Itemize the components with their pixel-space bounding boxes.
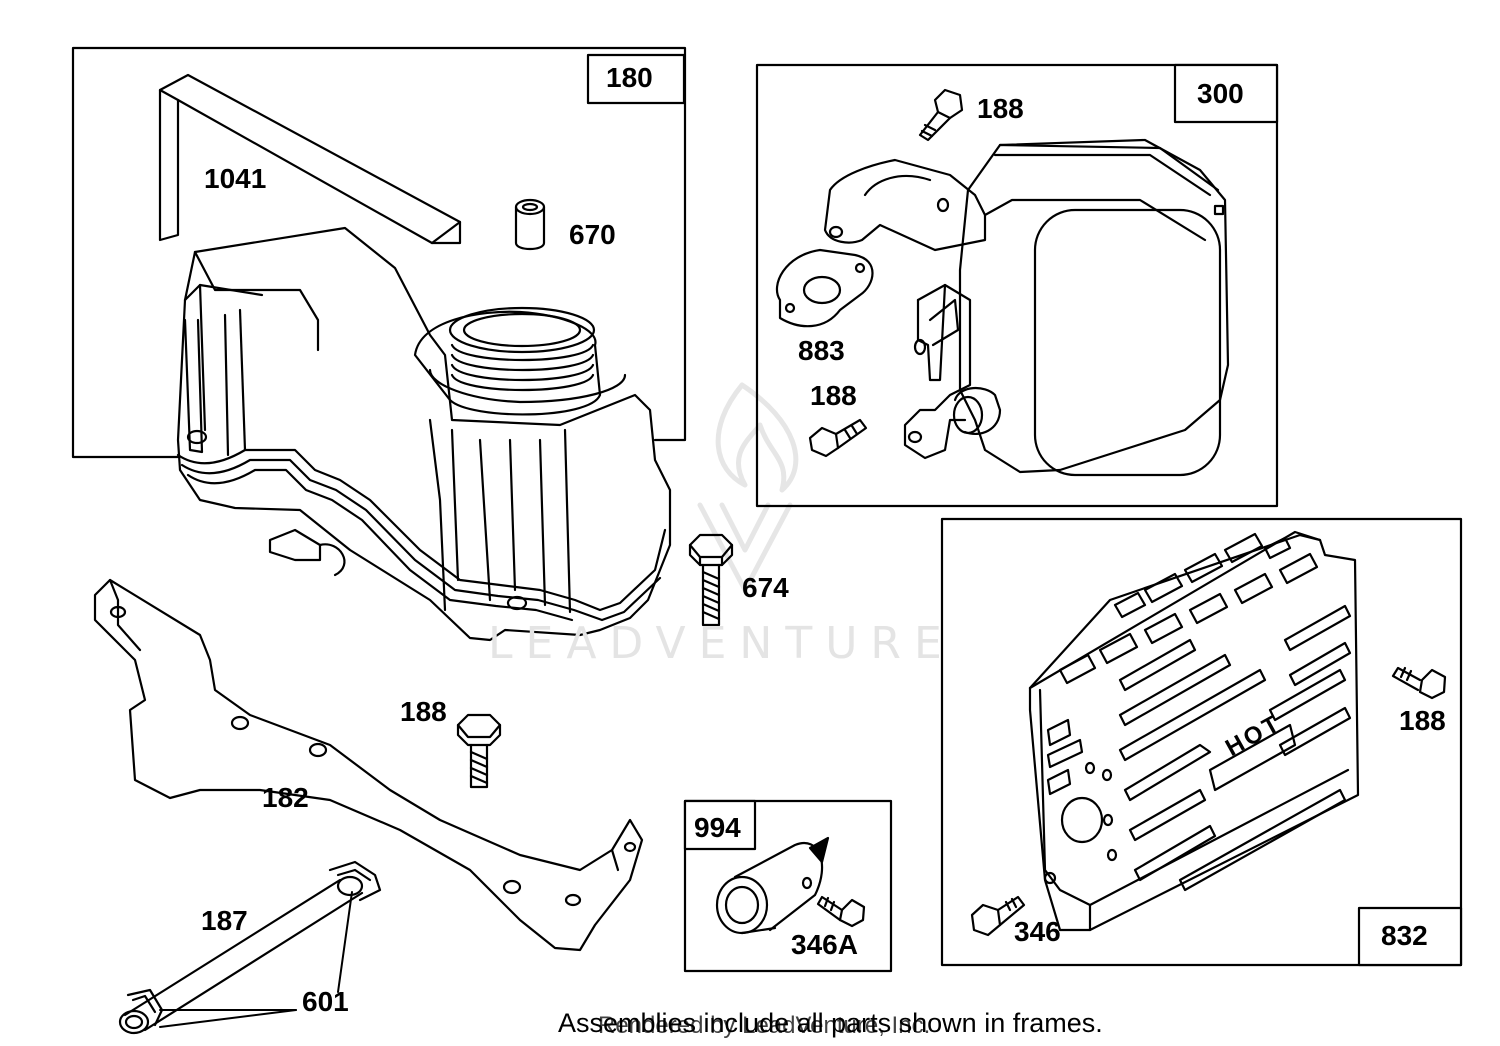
bolt-346a-drawing <box>816 895 866 928</box>
spark-arrester-drawing <box>715 836 830 935</box>
part-label-187: 187 <box>201 905 248 936</box>
part-label-346: 346 <box>1014 916 1061 947</box>
assemblies-note: Assemblies include all parts shown in fr… <box>558 1008 1103 1038</box>
part-label-188-center: 188 <box>400 696 447 727</box>
frame-180 <box>71 46 687 459</box>
bolt-188-right-drawing <box>1391 666 1447 700</box>
frame-label-832: 832 <box>1381 920 1428 951</box>
part-label-1041: 1041 <box>204 163 267 194</box>
part-label-188-lower: 188 <box>810 380 857 411</box>
part-label-182: 182 <box>262 782 309 813</box>
bolt-188-top-drawing <box>918 88 964 142</box>
frame-label-180: 180 <box>606 62 653 93</box>
part-label-601: 601 <box>302 986 349 1017</box>
hose-187-drawing <box>118 860 382 1035</box>
watermark-logo-icon <box>697 382 799 593</box>
part-label-188-right: 188 <box>1399 705 1446 736</box>
sleeve-670-drawing <box>514 198 546 251</box>
part-label-670: 670 <box>569 219 616 250</box>
leader-lines <box>159 891 353 1028</box>
bolt-188-lower-drawing <box>808 418 868 458</box>
frame-label-300: 300 <box>1197 78 1244 109</box>
watermark-text: LEADVENTURE <box>488 618 955 669</box>
rendered-by-text: Rendered by LeadVenture, Inc. <box>598 1012 931 1039</box>
muffler-drawing <box>823 138 1230 477</box>
part-label-883: 883 <box>798 335 845 366</box>
bolt-346-drawing <box>970 895 1026 937</box>
frame-label-994: 994 <box>694 812 741 843</box>
part-label-346a: 346A <box>791 929 858 960</box>
frame-832 <box>940 517 1463 967</box>
bracket-182-drawing <box>93 578 644 952</box>
frame-300 <box>755 63 1279 508</box>
bolt-188-center-drawing <box>456 713 502 789</box>
bolt-674-drawing <box>688 533 734 627</box>
gasket-883-drawing <box>775 248 874 328</box>
bracket-1041-drawing <box>158 73 462 245</box>
frame-994 <box>683 799 893 973</box>
fuel-tank-drawing <box>176 226 672 642</box>
heat-shield-drawing <box>1028 530 1360 932</box>
part-label-188-top: 188 <box>977 93 1024 124</box>
part-label-674: 674 <box>742 572 789 603</box>
